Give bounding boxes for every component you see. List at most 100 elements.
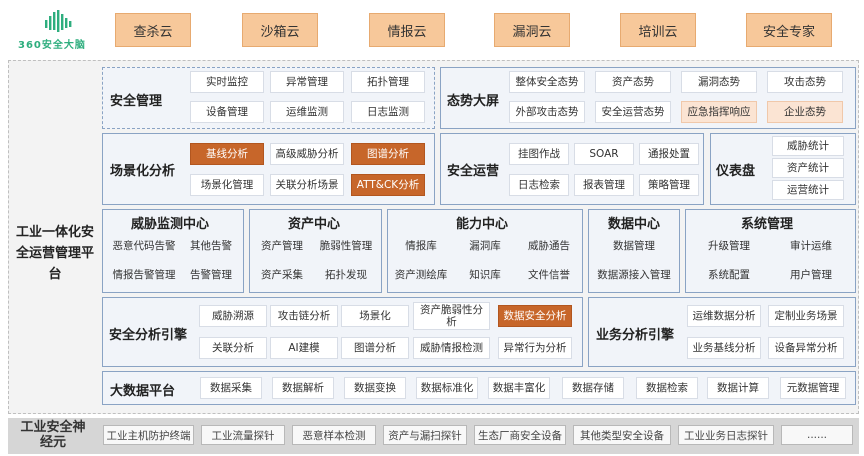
module-item: 威胁统计	[772, 136, 844, 156]
panel-title: 安全管理	[110, 94, 163, 109]
module-item: 运维监测	[270, 101, 344, 123]
module-item: 情报告警管理	[112, 269, 176, 281]
module-item: 用户管理	[790, 269, 832, 281]
module-item: 拓扑管理	[351, 71, 425, 93]
module-item: 攻击态势	[767, 71, 843, 93]
module-item: 资产脆弱性分析	[413, 302, 490, 330]
neuron-item: 其他类型安全设备	[573, 425, 671, 445]
module-item: 实时监控	[190, 71, 264, 93]
module-item: 场景化管理	[190, 174, 264, 196]
module-item: 报表管理	[574, 174, 634, 196]
panel-title: 场景化分析	[110, 164, 176, 179]
module-item: 威胁通告	[528, 240, 570, 252]
panel-title: 数据中心	[608, 217, 661, 232]
panel-title: 业务分析引擎	[596, 328, 675, 343]
module-item: 威胁情报检测	[413, 337, 490, 359]
neuron-item: ......	[781, 425, 853, 445]
module-item: 漏洞态势	[681, 71, 757, 93]
panel-title: 大数据平台	[110, 384, 176, 399]
cloud-box: 查杀云	[115, 13, 191, 47]
neuron-item: 工业业务日志探针	[678, 425, 774, 445]
module-item: 数据解析	[272, 377, 334, 399]
module-item: 运维数据分析	[687, 305, 761, 327]
module-item: 恶意代码告警	[112, 240, 176, 252]
module-item: 企业态势	[767, 101, 843, 123]
neuron-item: 工业流量探针	[201, 425, 285, 445]
module-item: 图谱分析	[341, 337, 409, 359]
module-item: 数据存储	[562, 377, 624, 399]
module-item: 异常行为分析	[498, 337, 572, 359]
panel-title: 安全分析引擎	[109, 328, 188, 343]
neuron-title: 工业安全神经元	[20, 420, 86, 450]
module-item: 日志监测	[351, 101, 425, 123]
module-item: 告警管理	[190, 269, 232, 281]
cloud-box: 培训云	[620, 13, 696, 47]
panel-asset-center	[249, 209, 382, 293]
module-item-highlighted: ATT&CK分析	[351, 174, 425, 196]
module-item: 挂图作战	[509, 143, 569, 165]
module-item: 安全运营态势	[595, 101, 671, 123]
neuron-item: 资产与漏扫探针	[383, 425, 467, 445]
module-item: 数据丰富化	[488, 377, 550, 399]
module-item: 策略管理	[639, 174, 699, 196]
neuron-item: 生态厂商安全设备	[474, 425, 566, 445]
module-item: 知识库	[469, 269, 501, 281]
module-item: 定制业务场景	[768, 305, 844, 327]
module-item-highlighted: 基线分析	[190, 143, 264, 165]
module-item: 文件信誉	[528, 269, 570, 281]
panel-title: 仪表盘	[716, 164, 756, 179]
module-item: 设备异常分析	[768, 337, 844, 359]
module-item-highlighted: 数据安全分析	[498, 305, 572, 327]
360-logo-icon	[45, 10, 72, 32]
panel-threat-monitoring-center	[102, 209, 244, 293]
module-item: 升级管理	[708, 240, 750, 252]
module-item: 数据采集	[200, 377, 262, 399]
module-item: 元数据管理	[780, 377, 846, 399]
panel-title: 安全运营	[447, 164, 500, 179]
cloud-box: 沙箱云	[242, 13, 318, 47]
neuron-item: 工业主机防护终端	[103, 425, 194, 445]
module-item: 数据标准化	[416, 377, 478, 399]
module-item: 业务基线分析	[687, 337, 761, 359]
module-item: AI建模	[270, 337, 338, 359]
panel-title: 能力中心	[456, 217, 509, 232]
module-item: 脆弱性管理	[319, 240, 373, 252]
module-item: 资产管理	[261, 240, 303, 252]
module-item: 资产统计	[772, 158, 844, 178]
module-item: 审计运维	[790, 240, 832, 252]
module-item: 其他告警	[190, 240, 232, 252]
module-item: 通报处置	[639, 143, 699, 165]
module-item: 数据管理	[613, 240, 655, 252]
module-item: 数据检索	[636, 377, 698, 399]
module-item: 情报库	[405, 240, 437, 252]
module-item: 关联分析	[199, 337, 267, 359]
module-item: 场景化	[341, 305, 409, 327]
module-item: 漏洞库	[469, 240, 501, 252]
module-item: 异常管理	[270, 71, 344, 93]
neuron-item: 恶意样本检测	[292, 425, 376, 445]
panel-title: 资产中心	[288, 217, 341, 232]
module-item: 外部攻击态势	[509, 101, 585, 123]
module-item: 日志检索	[509, 174, 569, 196]
platform-title: 工业一体化安全运营管理平台	[15, 225, 94, 282]
module-item: 系统配置	[708, 269, 750, 281]
panel-title: 态势大屏	[447, 94, 500, 109]
cloud-box: 漏洞云	[494, 13, 570, 47]
module-item: 设备管理	[190, 101, 264, 123]
module-item: 高级威胁分析	[270, 143, 344, 165]
panel-title: 系统管理	[741, 217, 794, 232]
module-item: 攻击链分析	[270, 305, 338, 327]
panel-title: 威胁监测中心	[131, 217, 210, 232]
module-item: 拓扑发现	[325, 269, 367, 281]
panel-system-management	[685, 209, 856, 293]
module-item-highlighted: 图谱分析	[351, 143, 425, 165]
module-item: 数据计算	[707, 377, 769, 399]
module-item: 资产测绘库	[394, 269, 448, 281]
logo: 360安全大脑	[14, 10, 106, 52]
cloud-box: 安全专家	[746, 13, 832, 47]
panel-capability-center	[387, 209, 583, 293]
panel-data-center	[588, 209, 680, 293]
module-item: 整体安全态势	[509, 71, 585, 93]
logo-text: 360安全大脑	[18, 40, 86, 51]
module-item: 资产态势	[595, 71, 671, 93]
